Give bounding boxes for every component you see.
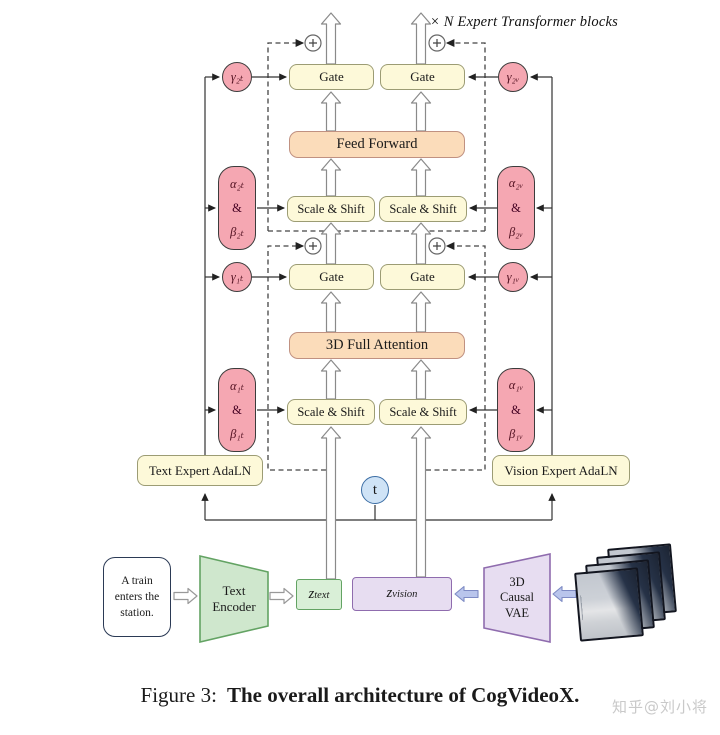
param-alpha2-text: α₂ₜ — [230, 176, 244, 191]
z-vision-symbol: z — [386, 585, 393, 601]
video-frame — [574, 567, 644, 642]
z-text-symbol: z — [308, 586, 315, 602]
watermark: 知乎@刘小将 — [612, 698, 709, 716]
scale-shift-box-attn-right: Scale & Shift — [379, 399, 467, 425]
param-alphabeta2-vision: α₂ᵥ & β₂ᵥ — [497, 166, 535, 250]
flow-arrow-left — [454, 585, 577, 603]
param-alpha1-vision: α₁ᵥ — [508, 378, 524, 393]
ampersand: & — [511, 402, 521, 417]
conditioning-lines — [201, 73, 556, 521]
vae-label: 3D Causal VAE — [499, 574, 535, 620]
param-beta1-text: β₁ₜ — [230, 427, 244, 442]
flow-arrow-right — [173, 587, 294, 605]
timestep-node: t — [361, 476, 389, 504]
ampersand: & — [232, 200, 242, 215]
hollow-arrows — [320, 12, 432, 580]
text-encoder-shape — [199, 554, 269, 644]
feed-forward-box: Feed Forward — [289, 131, 465, 158]
gate-box-ff-left: Gate — [289, 64, 374, 90]
figure-caption: Figure 3: The overall architecture of Cog… — [0, 683, 720, 708]
param-gamma2-vision: γ₂ᵥ — [498, 62, 528, 92]
text-encoder-label: Text Encoder — [212, 582, 256, 614]
residual-dashed-paths — [267, 39, 486, 471]
scale-shift-box-ff-left: Scale & Shift — [287, 196, 375, 222]
gate-box-attn-right: Gate — [380, 264, 465, 290]
plus-icon — [304, 34, 446, 255]
caption-title: The overall architecture of CogVideoX. — [226, 683, 580, 707]
gate-box-ff-right: Gate — [380, 64, 465, 90]
param-alpha1-text: α₁ₜ — [230, 378, 244, 393]
caption-prefix: Figure 3: — [140, 683, 217, 707]
gate-box-attn-left: Gate — [289, 264, 374, 290]
z-text-subscript: text — [314, 590, 330, 601]
ampersand: & — [232, 402, 242, 417]
attention-box: 3D Full Attention — [289, 332, 465, 359]
param-beta2-vision: β₂ᵥ — [508, 224, 524, 239]
z-vision-subscript: vision — [392, 589, 418, 600]
param-alphabeta2-text: α₂ₜ & β₂ₜ — [218, 166, 256, 250]
expert-blocks-label: × N Expert Transformer blocks — [430, 14, 618, 30]
ampersand: & — [511, 200, 521, 215]
vae-shape — [483, 553, 551, 643]
param-alphabeta1-text: α₁ₜ & β₁ₜ — [218, 368, 256, 452]
vae-box: 3D Causal VAE — [483, 553, 551, 643]
param-gamma1-vision: γ₁ᵥ — [498, 262, 528, 292]
scale-shift-box-attn-left: Scale & Shift — [287, 399, 375, 425]
param-beta1-vision: β₁ᵥ — [508, 426, 524, 441]
param-gamma1-text: γ₁ₜ — [222, 262, 252, 292]
text-encoder-box: Text Encoder — [199, 554, 269, 644]
prompt-box: A train enters the station. — [103, 557, 171, 637]
text-expert-adaln-box: Text Expert AdaLN — [137, 455, 263, 486]
scale-shift-box-ff-right: Scale & Shift — [379, 196, 467, 222]
param-beta2-text: β₂ₜ — [230, 225, 244, 240]
param-alphabeta1-vision: α₁ᵥ & β₁ᵥ — [497, 368, 535, 452]
param-alpha2-vision: α₂ᵥ — [508, 176, 524, 191]
param-gamma2-text: γ₂ₜ — [222, 62, 252, 92]
vision-expert-adaln-box: Vision Expert AdaLN — [492, 455, 630, 486]
